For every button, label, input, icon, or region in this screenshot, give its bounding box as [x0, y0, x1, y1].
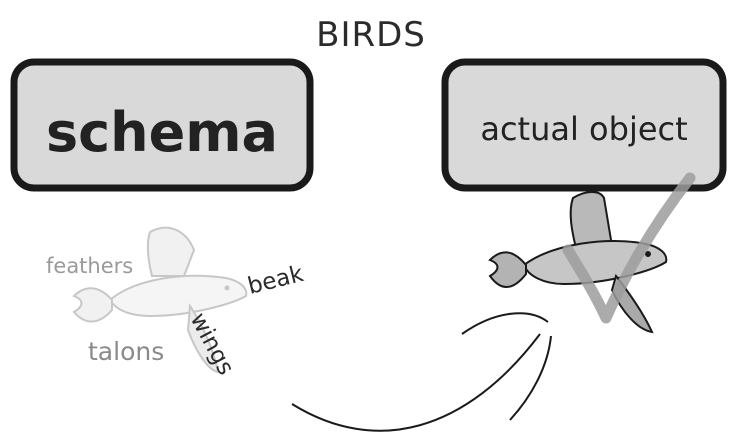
beak-label: beak [245, 261, 306, 300]
actual-object-label: actual object [480, 110, 687, 148]
connector-arc-right [510, 336, 551, 420]
diagram-title: BIRDS [316, 15, 426, 55]
connector-arc-lower [292, 334, 540, 431]
connector-arc-upper [462, 313, 548, 334]
feathers-label: feathers [46, 254, 133, 278]
schema-label: schema [46, 101, 278, 164]
talons-label: talons [88, 337, 164, 366]
